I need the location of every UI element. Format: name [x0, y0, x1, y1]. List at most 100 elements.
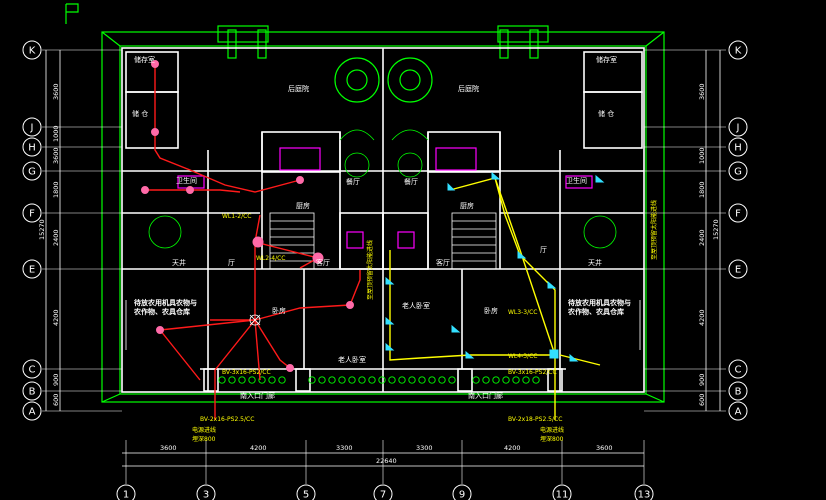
- baluster: [388, 376, 396, 384]
- dim-right-7: 900: [698, 374, 706, 386]
- axis-label-left: E: [29, 265, 35, 276]
- axis-bubble-right: [728, 161, 748, 181]
- axis-label-right: E: [735, 265, 741, 276]
- dim-right-5: 2400: [698, 229, 706, 246]
- baluster: [482, 376, 490, 384]
- room-bath-left: 卫生间: [176, 176, 197, 185]
- axis-bubble-bottom: [196, 484, 216, 500]
- dim-right-1: 3600: [698, 83, 706, 100]
- room-storage-l2: 储 仓: [132, 109, 148, 118]
- baluster: [318, 376, 326, 384]
- baluster: [532, 376, 540, 384]
- baluster: [472, 376, 480, 384]
- stair-left: [269, 212, 315, 270]
- room-bedroom-left: 卧房: [272, 306, 286, 315]
- room-porch-right: 南入口门廊: [468, 391, 503, 400]
- axis-bubble-bottom: [373, 484, 393, 500]
- wire-annotations: WL1-2/CC WL2-4/CC WL3-3/CC WL4-3/CC BV-3…: [192, 200, 658, 443]
- baluster: [308, 376, 316, 384]
- baluster: [228, 376, 236, 384]
- axis-bubble-bottom: [296, 484, 316, 500]
- anno-wl3: WL3-3/CC: [508, 309, 537, 316]
- axis-bubble-left: [22, 161, 42, 181]
- axis-bubble-left: [22, 401, 42, 421]
- dim-right-8: 600: [698, 394, 706, 406]
- baluster: [238, 376, 246, 384]
- anno-intake-right: 电源进线埋深800: [540, 426, 564, 443]
- axis-bubble-left: [22, 203, 42, 223]
- dim-left-4: 1800: [52, 181, 60, 198]
- axis-bubble-bottom: [634, 484, 654, 500]
- left-dimension-labels: 3600 1000 3600 1800 2400 4200 900 600 15…: [38, 83, 60, 406]
- baluster: [512, 376, 520, 384]
- anno-vert-left: 至屋顶预留太阳能进线: [366, 240, 374, 300]
- dim-left-3: 3600: [52, 147, 60, 164]
- axis-label-left: J: [30, 123, 34, 134]
- dim-right-4: 1800: [698, 181, 706, 198]
- axis-label-right: K: [735, 46, 742, 57]
- axis-bubble-bottom: [452, 484, 472, 500]
- bottom-dimension-labels: 3600 4200 3300 3300 4200 3600 22640: [160, 444, 613, 465]
- room-dining-left: 餐厅: [346, 177, 360, 186]
- anno-intake-left: 电源进线埋深800: [192, 426, 216, 443]
- room-hall-center-r: 客厅: [436, 258, 450, 267]
- anno-wl2: WL2-4/CC: [256, 255, 285, 262]
- baluster: [248, 376, 256, 384]
- axis-label-right: G: [734, 167, 742, 178]
- axis-bubble-right: [728, 401, 748, 421]
- axis-label-right: H: [734, 143, 742, 154]
- room-storage-tl: 储存室: [134, 55, 155, 64]
- baluster: [268, 376, 276, 384]
- axis-bubble-right: [728, 40, 748, 60]
- baluster: [438, 376, 446, 384]
- room-hall-right: 厅: [540, 246, 547, 254]
- baluster: [418, 376, 426, 384]
- room-bedroom-right: 卧房: [484, 306, 498, 315]
- building-walls: [121, 47, 645, 393]
- dim-left-1: 3600: [52, 83, 60, 100]
- dim-bottom-6: 3600: [596, 444, 613, 452]
- anno-vert-right: 至屋顶预留太阳能进线: [650, 200, 658, 260]
- axis-label-bottom: 5: [303, 490, 309, 500]
- room-elder-l: 老人卧室: [338, 355, 366, 364]
- room-hall-center-l: 客厅: [316, 258, 330, 267]
- room-well-left: 天井: [172, 258, 186, 267]
- baluster: [328, 376, 336, 384]
- room-elder-r: 老人卧室: [402, 301, 430, 310]
- baluster: [218, 376, 226, 384]
- yellow-circuit-right: [385, 171, 605, 420]
- room-bath-right: 卫生间: [566, 176, 587, 185]
- room-hall-left: 厅: [228, 259, 235, 267]
- baluster: [378, 376, 386, 384]
- room-porch-left: 南入口门廊: [240, 391, 275, 400]
- dim-right-total: 15270: [712, 219, 720, 240]
- baluster: [368, 376, 376, 384]
- room-back-yard-left: 后庭院: [288, 84, 309, 93]
- baluster: [398, 376, 406, 384]
- dimension-chains: [45, 50, 721, 467]
- room-well-right: 天井: [588, 258, 602, 267]
- baluster: [408, 376, 416, 384]
- fixtures: [177, 147, 593, 249]
- dim-bottom-total: 22640: [376, 457, 397, 465]
- axis-label-left: G: [28, 167, 36, 178]
- room-kitchen-right: 厨房: [460, 201, 474, 210]
- axis-label-left: B: [29, 387, 36, 398]
- axis-bubble-right: [728, 359, 748, 379]
- axis-label-left: K: [29, 46, 36, 57]
- anno-bv-right: BV-3x16-PS2/CC: [508, 369, 557, 376]
- axis-bubble-left: [22, 259, 42, 279]
- dim-left-total: 15270: [38, 219, 46, 240]
- room-storage-tr: 储存室: [596, 55, 617, 64]
- axis-bubble-right: [728, 259, 748, 279]
- axis-bubble-left: [22, 359, 42, 379]
- dim-bottom-4: 3300: [416, 444, 433, 452]
- dim-left-8: 600: [52, 394, 60, 406]
- axis-label-bottom: 7: [380, 490, 386, 500]
- dim-left-6: 4200: [52, 309, 60, 326]
- landscape-symbols: [148, 57, 617, 384]
- axis-bubble-right: [728, 137, 748, 157]
- axis-bubble-right: [728, 381, 748, 401]
